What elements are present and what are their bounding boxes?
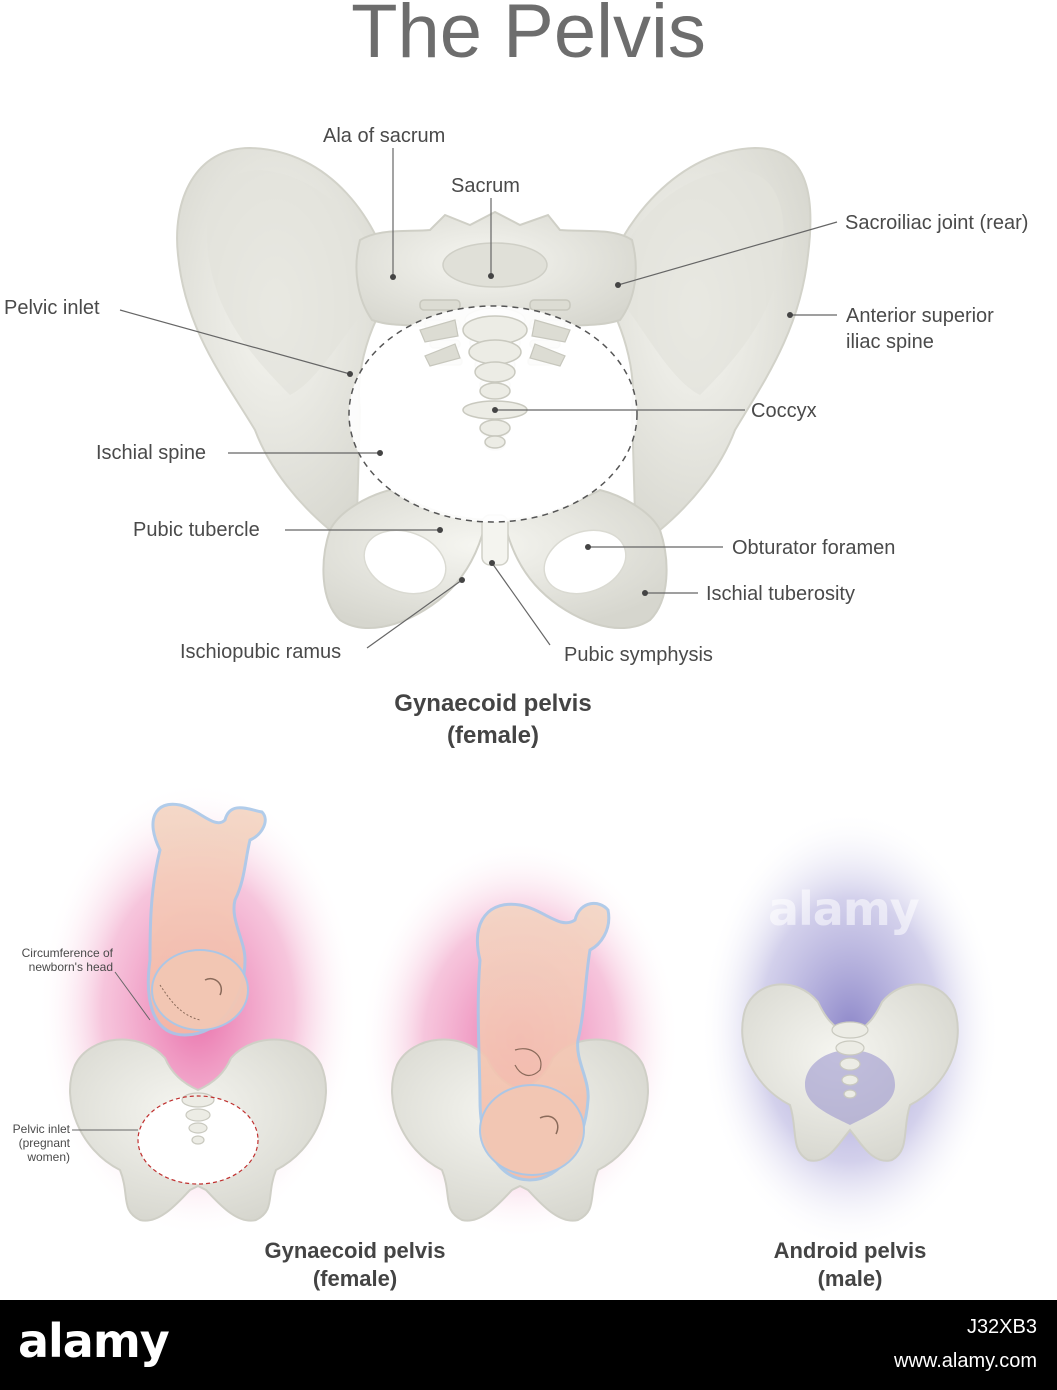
- caption-gynaecoid-line1: Gynaecoid pelvis: [205, 1237, 505, 1265]
- pelvis-illustration: [0, 0, 1057, 1300]
- main-caption-line1: Gynaecoid pelvis: [343, 688, 643, 720]
- main-caption-line2: (female): [343, 720, 643, 752]
- label-circumference-line1: Circumference of: [3, 946, 113, 960]
- label-coccyx: Coccyx: [751, 399, 817, 423]
- label-pubic-symphysis: Pubic symphysis: [564, 643, 713, 667]
- label-ala-of-sacrum: Ala of sacrum: [323, 124, 445, 148]
- label-sacrum: Sacrum: [451, 174, 520, 198]
- label-pelvic-inlet-line1: Pelvic inlet: [0, 1122, 70, 1136]
- label-sacroiliac-joint: Sacroiliac joint (rear): [845, 211, 1028, 235]
- caption-android-line1: Android pelvis: [700, 1237, 1000, 1265]
- label-circumference-line2: newborn's head: [3, 960, 113, 974]
- label-ischial-spine: Ischial spine: [96, 441, 206, 465]
- gynaecoid-pelvis-with-baby-1: [38, 782, 358, 1238]
- label-ischiopubic-ramus: Ischiopubic ramus: [180, 640, 341, 664]
- caption-android-line2: (male): [700, 1265, 1000, 1293]
- label-obturator-foramen: Obturator foramen: [732, 536, 895, 560]
- label-asis-line2: iliac spine: [846, 330, 934, 354]
- main-pelvis: [120, 148, 837, 648]
- label-pelvic-inlet-line2: (pregnant: [0, 1136, 70, 1150]
- caption-gynaecoid-line2: (female): [205, 1265, 505, 1293]
- label-ischial-tuberosity: Ischial tuberosity: [706, 582, 855, 606]
- label-circumference: Circumference of newborn's head: [3, 946, 113, 974]
- label-pelvic-inlet: Pelvic inlet: [4, 296, 100, 320]
- label-pelvic-inlet-line3: women): [0, 1150, 70, 1164]
- label-pubic-tubercle: Pubic tubercle: [133, 518, 260, 542]
- watermark: alamy: [768, 882, 919, 936]
- site-url: www.alamy.com: [894, 1350, 1037, 1373]
- label-pelvic-inlet-pregnant: Pelvic inlet (pregnant women): [0, 1122, 70, 1164]
- label-asis-line1: Anterior superior: [846, 304, 994, 328]
- gynaecoid-pelvis-with-baby-2: [360, 840, 680, 1240]
- footer-bar: alamy J32XB3 www.alamy.com: [0, 1300, 1057, 1390]
- android-pelvis: [700, 810, 1000, 1250]
- caption-android: Android pelvis (male): [700, 1237, 1000, 1293]
- main-caption: Gynaecoid pelvis (female): [343, 688, 643, 752]
- caption-gynaecoid: Gynaecoid pelvis (female): [205, 1237, 505, 1293]
- alamy-logo: alamy: [18, 1314, 169, 1368]
- image-id: J32XB3: [967, 1316, 1037, 1339]
